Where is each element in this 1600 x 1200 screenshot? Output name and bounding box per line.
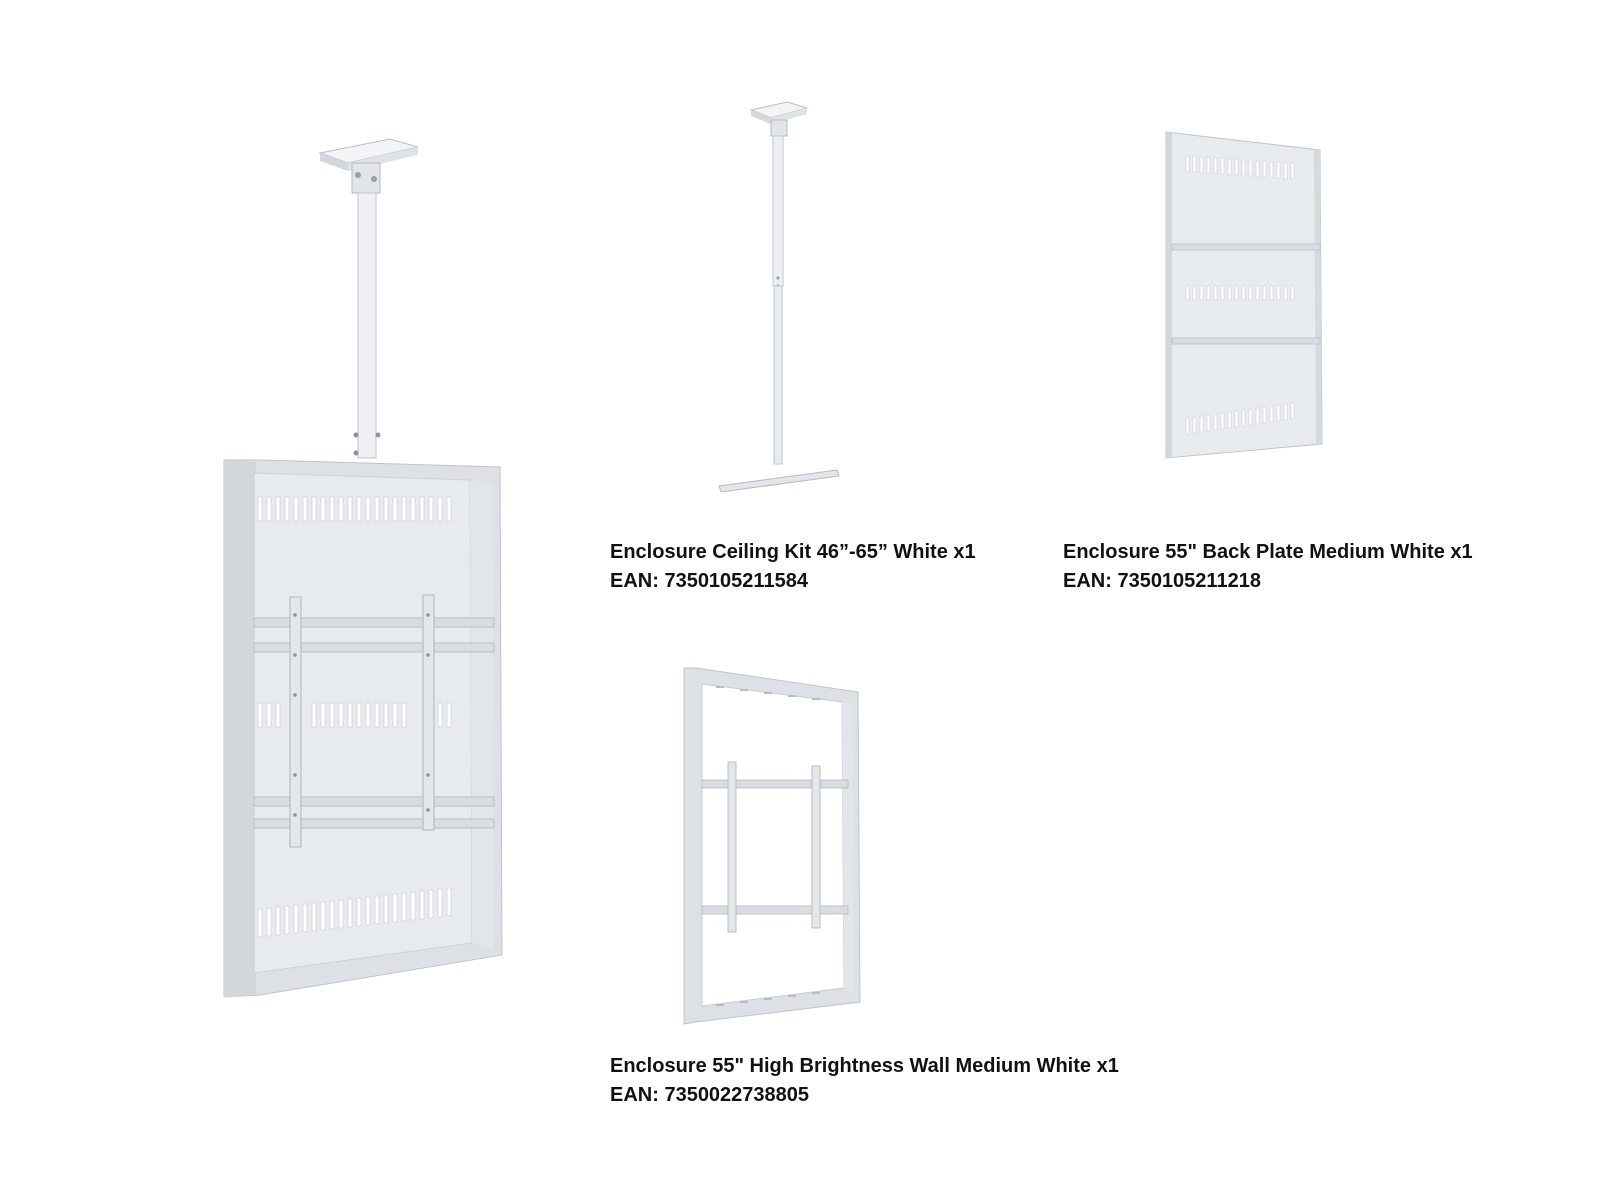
assembled-enclosure-image [223,138,503,998]
wall-enclosure-image [683,667,861,1025]
product-caption-ceiling-kit: Enclosure Ceiling Kit 46”-65” White x1 E… [610,538,976,596]
product-caption-back-plate: Enclosure 55" Back Plate Medium White x1… [1063,538,1473,596]
product-ean: EAN: 7350022738805 [610,1084,810,1106]
product-ean: EAN: 7350105211218 [1063,570,1261,592]
back-plate-image [1165,131,1323,459]
product-ean: EAN: 7350105211584 [610,570,808,592]
product-title: Enclosure 55" Back Plate Medium White x1 [1063,541,1473,563]
product-title: Enclosure 55" High Brightness Wall Mediu… [610,1055,1119,1077]
product-caption-wall-enclosure: Enclosure 55" High Brightness Wall Mediu… [610,1052,1119,1110]
ceiling-kit-image [718,101,840,493]
product-title: Enclosure Ceiling Kit 46”-65” White x1 [610,541,976,563]
